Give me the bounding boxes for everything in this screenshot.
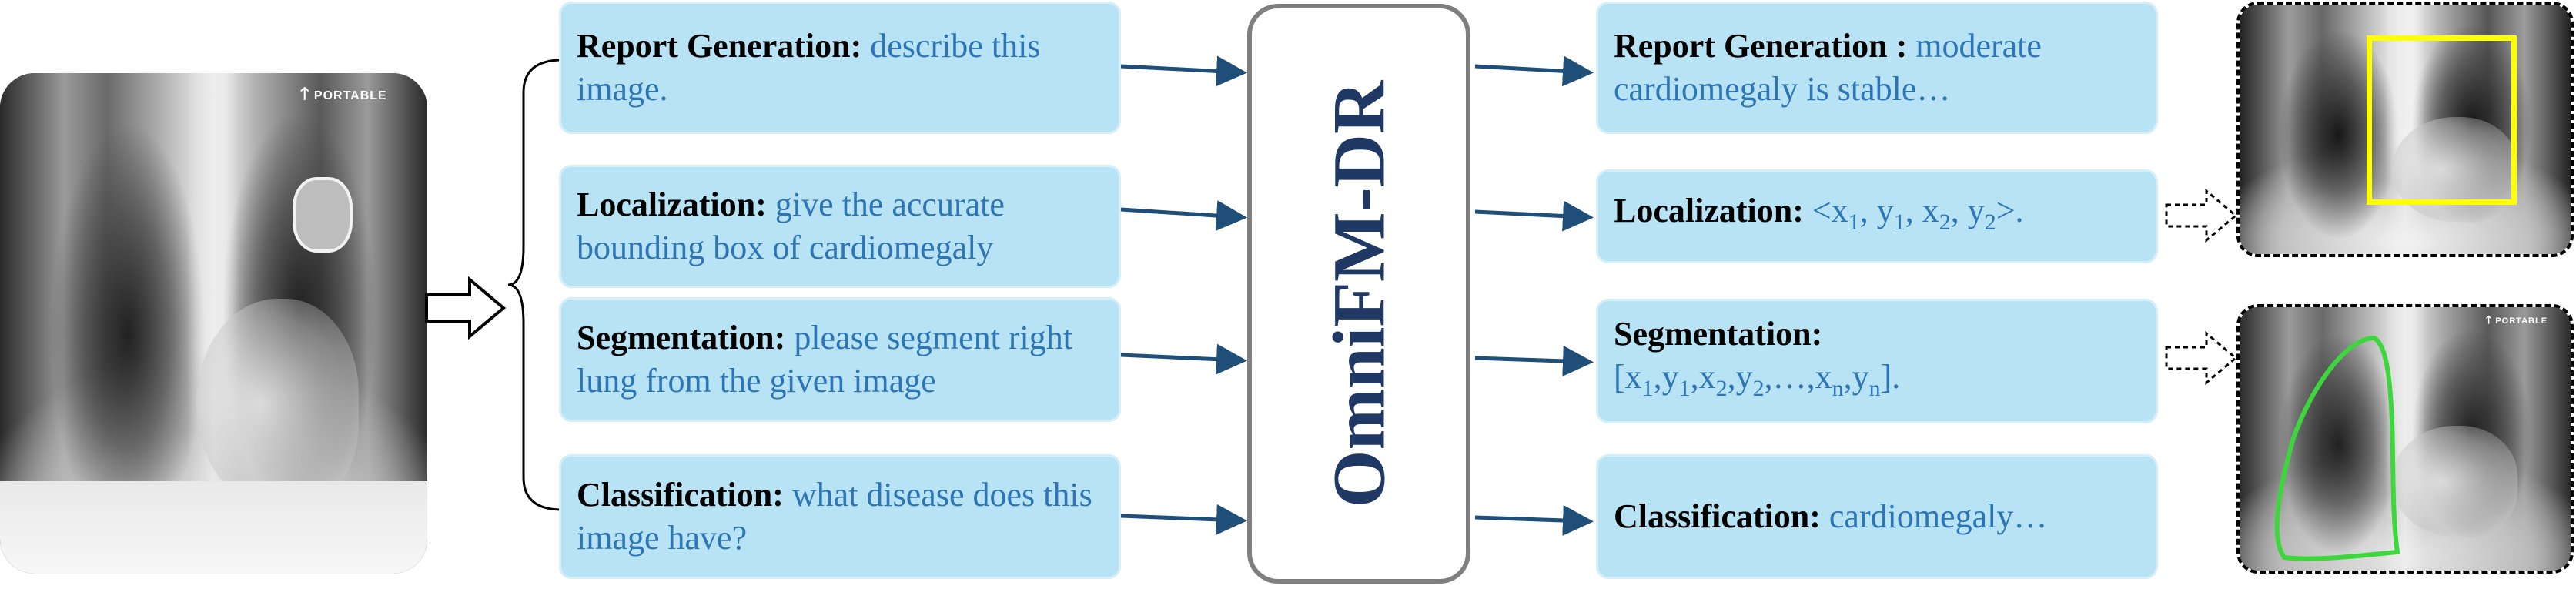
arrow-report-in bbox=[1120, 55, 1247, 87]
seg-portable-tag: 🡑 PORTABLE bbox=[2486, 313, 2548, 326]
model-to-output-arrows bbox=[1474, 55, 1594, 536]
bbox-open: <x bbox=[1812, 191, 1848, 229]
prompt-text: please segment right lung from the given… bbox=[577, 319, 1072, 400]
localization-dashed-arrow bbox=[2165, 188, 2238, 243]
prompt-box-report: Report Generation: describe this image. bbox=[559, 2, 1121, 134]
prompt-label: Segmentation: bbox=[577, 319, 786, 356]
arrow-classification-out bbox=[1474, 504, 1594, 536]
output-label: Segmentation: bbox=[1614, 314, 1823, 353]
localization-result-frame bbox=[2236, 2, 2574, 257]
arrow-localization-out bbox=[1474, 200, 1594, 232]
output-text: cardiomegaly… bbox=[1828, 497, 2048, 535]
prompt-box-segmentation: Segmentation: please segment right lung … bbox=[559, 297, 1121, 422]
prompt-to-model-arrows bbox=[1120, 55, 1247, 535]
arrow-localization-in bbox=[1120, 200, 1247, 232]
xray-bottom-band bbox=[0, 481, 427, 574]
output-text: moderate cardiomegaly is stable… bbox=[1614, 27, 2042, 108]
segmentation-result-frame: 🡑 PORTABLE bbox=[2236, 304, 2574, 574]
input-xray-image: 🡑 PORTABLE bbox=[0, 73, 427, 574]
portable-tag: 🡑 PORTABLE bbox=[300, 84, 387, 103]
model-title: OmniFM-DR bbox=[1317, 80, 1400, 507]
output-box-localization: Localization: <x1, y1, x2, y2>. bbox=[1596, 169, 2158, 263]
bbox-coordinates: <x1, y1, x2, y2>. bbox=[1812, 191, 2024, 235]
model-box: OmniFM-DR bbox=[1247, 4, 1470, 584]
prompt-text: give the accurate bounding box of cardio… bbox=[577, 186, 1005, 266]
arrow-segmentation-in bbox=[1120, 343, 1247, 375]
prompt-label: Report Generation: bbox=[577, 27, 862, 65]
xray-heart-shadow bbox=[2391, 425, 2518, 537]
output-label: Localization: bbox=[1614, 191, 1804, 229]
bbox-overlay bbox=[2367, 35, 2517, 205]
input-hollow-arrow bbox=[425, 276, 507, 340]
prompt-box-localization: Localization: give the accurate bounding… bbox=[559, 165, 1121, 288]
prompt-text: describe this image. bbox=[577, 27, 1041, 108]
arrow-classification-in bbox=[1120, 504, 1247, 535]
prompt-text: what disease does this image have? bbox=[577, 476, 1092, 557]
lung-contour bbox=[2274, 335, 2400, 561]
arrow-report-out bbox=[1474, 55, 1594, 87]
up-arrow-icon: 🡑 bbox=[2486, 313, 2493, 326]
segmentation-dashed-arrow bbox=[2165, 330, 2238, 386]
prompt-brace bbox=[508, 59, 563, 511]
pacemaker-device bbox=[293, 177, 353, 253]
up-arrow-icon: 🡑 bbox=[300, 84, 310, 103]
xray-heart-shadow bbox=[196, 298, 360, 509]
output-label: Classification: bbox=[1614, 497, 1821, 535]
localization-result-image bbox=[2240, 5, 2571, 254]
segmentation-result-image: 🡑 PORTABLE bbox=[2240, 307, 2571, 571]
output-box-segmentation: Segmentation: [x1,y1,x2,y2,…,xn,yn]. bbox=[1596, 299, 2158, 423]
prompt-label: Classification: bbox=[577, 476, 784, 514]
output-box-classification: Classification: cardiomegaly… bbox=[1596, 454, 2158, 579]
prompt-box-classification: Classification: what disease does this i… bbox=[559, 454, 1121, 579]
polygon-coordinates: [x1,y1,x2,y2,…,xn,yn]. bbox=[1614, 357, 1901, 401]
bbox-close: >. bbox=[1996, 191, 2024, 229]
prompt-label: Localization: bbox=[577, 186, 767, 223]
output-box-report: Report Generation : moderate cardiomegal… bbox=[1596, 2, 2158, 134]
output-label: Report Generation : bbox=[1614, 27, 1908, 65]
arrow-segmentation-out bbox=[1474, 345, 1594, 376]
